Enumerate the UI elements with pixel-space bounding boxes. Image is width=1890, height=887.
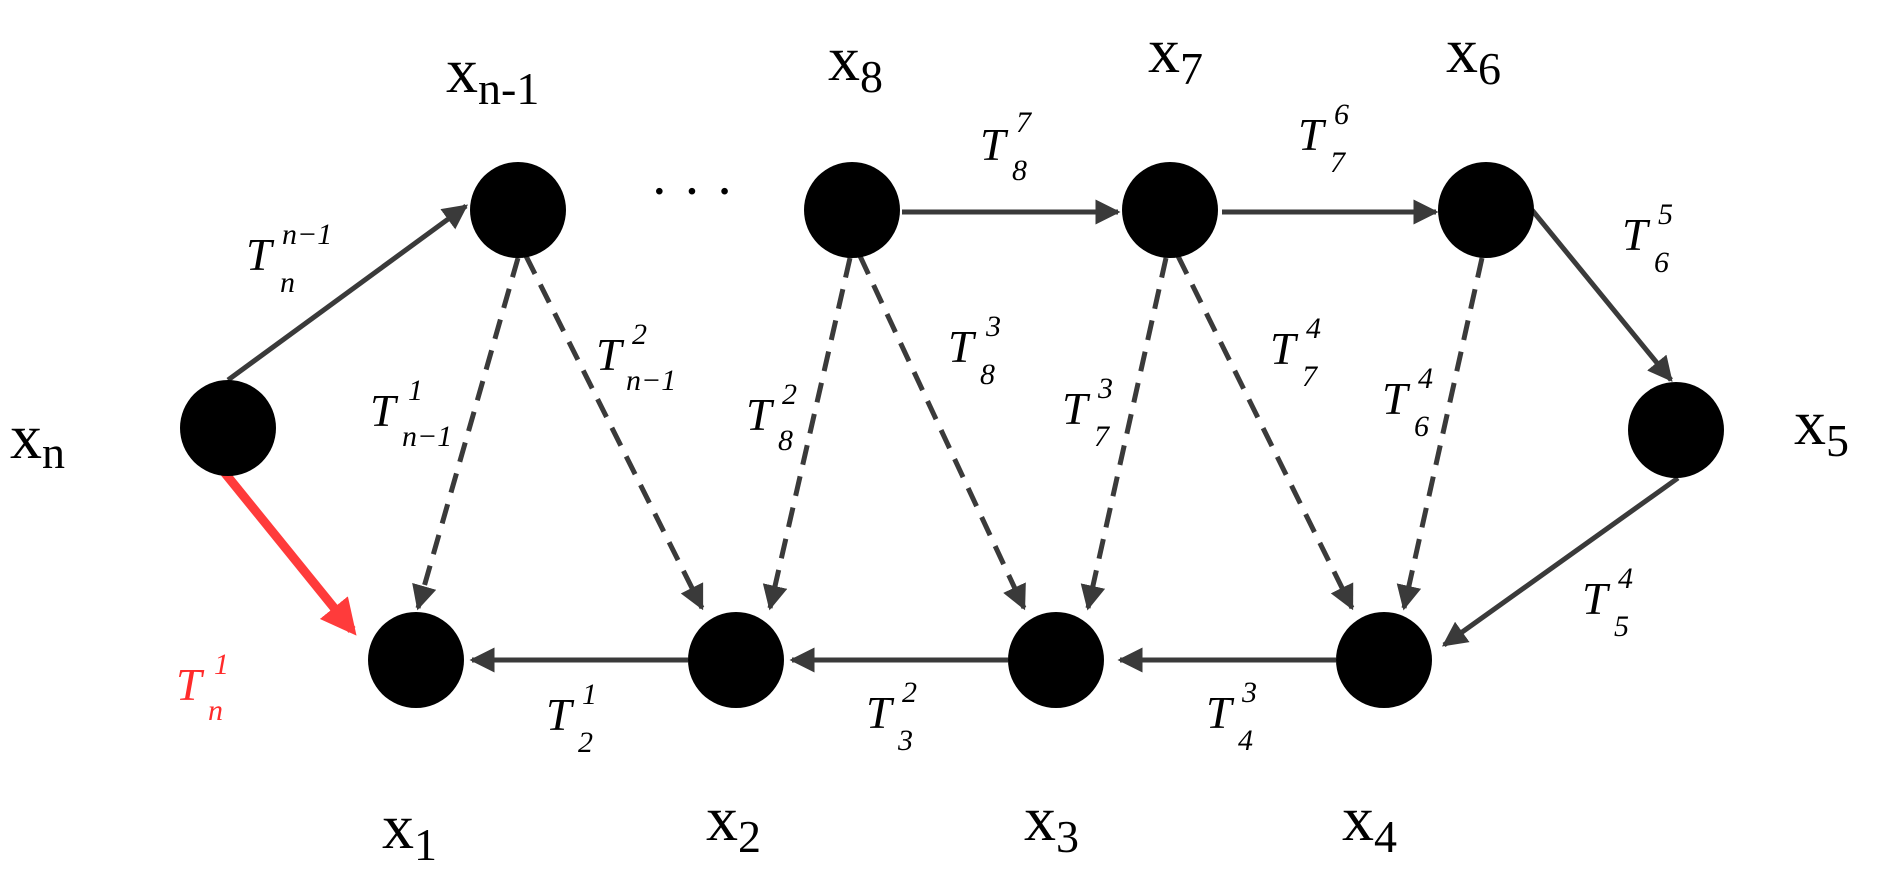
svg-text:7: 7 [1016,106,1033,139]
edge-label-4-3: T 3 4 [1206,676,1257,757]
svg-text:T: T [370,385,399,436]
svg-text:4: 4 [1418,362,1433,395]
node-x2 [688,612,784,708]
svg-text:2: 2 [782,378,797,411]
svg-text:7: 7 [1094,420,1111,453]
svg-text:T: T [246,229,275,280]
svg-text:T: T [1062,383,1091,434]
svg-text:n: n [280,266,295,299]
edge-xn-to-xn1 [226,203,469,383]
edge-xn1-to-x2 [523,254,705,611]
edge-x8-to-x3 [857,254,1027,611]
svg-text:n−1: n−1 [626,364,676,397]
edge-x7-to-x4 [1175,254,1355,611]
node-label-x2: x2 [706,783,761,862]
svg-text:5: 5 [1614,610,1629,643]
edge-label-3-2: T 2 3 [866,676,917,757]
svg-text:T: T [746,389,775,440]
svg-text:T: T [1206,687,1235,738]
node-label-x7: x7 [1148,15,1203,94]
svg-text:6: 6 [1414,410,1429,443]
edge-x6-to-x4 [1396,257,1485,611]
svg-text:T: T [596,329,625,380]
svg-text:n: n [208,694,223,727]
edge-label-2-1: T 1 2 [546,678,597,759]
svg-text:T: T [1622,209,1651,260]
edge-label-8-2: T 2 8 [746,378,797,457]
svg-text:4: 4 [1618,562,1633,595]
ellipsis: · · · [650,161,734,223]
edge-label-n-1: T 1 n [176,648,229,727]
svg-text:T: T [1382,373,1411,424]
svg-text:8: 8 [778,424,793,457]
svg-text:8: 8 [980,358,995,391]
node-x4 [1336,612,1432,708]
edge-label-6-5: T 5 6 [1622,198,1673,279]
svg-text:4: 4 [1238,724,1253,757]
svg-text:T: T [866,687,895,738]
svg-text:n−1: n−1 [282,218,332,251]
svg-text:4: 4 [1306,312,1321,345]
svg-text:T: T [1582,573,1611,624]
node-label-x3: x3 [1024,783,1079,862]
edge-label-6-4: T 4 6 [1382,362,1433,443]
svg-text:6: 6 [1654,246,1669,279]
svg-text:3: 3 [1097,372,1113,405]
edge-label-5-4: T 4 5 [1582,562,1633,643]
node-x5 [1628,382,1724,478]
svg-text:1: 1 [582,678,597,711]
svg-text:T: T [1270,323,1299,374]
svg-text:2: 2 [902,676,917,709]
svg-text:n−1: n−1 [402,420,452,453]
edge-x8-to-x2 [762,257,853,611]
node-label-xn: xn [10,401,65,478]
node-label-x6: x6 [1446,15,1501,94]
svg-text:2: 2 [578,726,593,759]
node-label-x8: x8 [828,23,883,102]
svg-text:1: 1 [408,374,423,407]
node-xn1 [470,162,566,258]
svg-text:8: 8 [1012,154,1027,187]
edge-x5-to-x4 [1441,475,1680,648]
edge-label-8-7: T 7 8 [980,106,1033,187]
svg-text:3: 3 [1241,676,1257,709]
edge-x6-to-x5 [1530,208,1673,382]
node-x1 [368,612,464,708]
node-x6 [1438,162,1534,258]
svg-text:T: T [1298,109,1327,160]
svg-text:T: T [546,689,575,740]
edge-label-7-4: T 4 7 [1270,312,1321,393]
svg-text:1: 1 [214,648,229,681]
svg-text:6: 6 [1334,98,1349,131]
edge-label-7-6: T 6 7 [1298,98,1349,179]
svg-text:3: 3 [897,724,913,757]
svg-text:3: 3 [985,310,1001,343]
svg-text:T: T [980,119,1009,170]
edge-label-n-n1: T n−1 n [246,218,332,299]
node-xn [180,380,276,476]
svg-text:5: 5 [1658,198,1673,231]
edge-label-n1-2: T 2 n−1 [596,318,676,397]
svg-text:7: 7 [1302,360,1319,393]
edge-x7-to-x3 [1080,257,1169,611]
edge-xn-to-x1-highlight [220,469,357,636]
svg-text:T: T [948,321,977,372]
edge-xn1-to-x1 [412,257,521,611]
svg-text:T: T [176,659,205,710]
node-x8 [804,162,900,258]
edge-label-n1-1: T 1 n−1 [370,374,452,453]
svg-text:7: 7 [1330,146,1347,179]
node-x7 [1122,162,1218,258]
node-label-xn1: xn-1 [446,35,539,114]
svg-text:2: 2 [632,318,647,351]
node-label-x4: x4 [1342,783,1397,862]
node-x3 [1008,612,1104,708]
node-label-x5: x5 [1794,387,1849,466]
edge-label-8-3: T 3 8 [948,310,1001,391]
node-label-x1: x1 [382,791,437,870]
edge-label-7-3: T 3 7 [1062,372,1113,453]
